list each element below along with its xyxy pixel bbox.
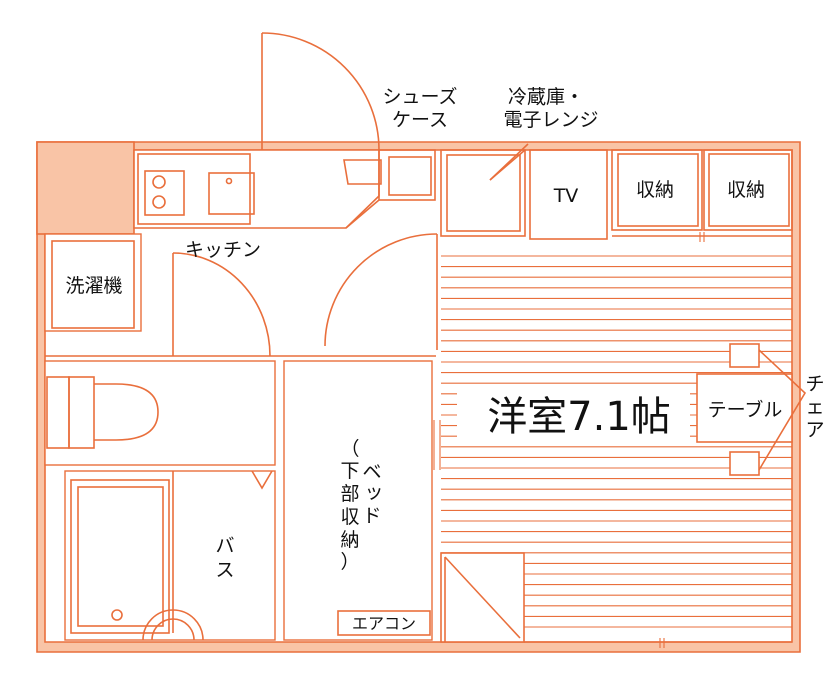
label-storage: 収納 [636, 179, 674, 201]
label-bed-note: 下 [340, 460, 359, 482]
room-door [324, 233, 438, 350]
upper-furniture-row [440, 143, 793, 242]
label-bed: ド [362, 505, 381, 527]
label-bed: ッ [364, 481, 383, 503]
label-shoe-case: ケース [392, 109, 448, 131]
table-set [696, 343, 807, 476]
wall-corner [36, 141, 135, 235]
sink-icon [208, 172, 255, 215]
kitchen-counter [133, 149, 382, 229]
washing-machine [51, 240, 135, 329]
label-bed-note: ） [340, 551, 359, 573]
label-shoe-case: シューズ [382, 86, 457, 108]
corner-closet [440, 552, 525, 643]
label-chair: チ [805, 373, 824, 395]
label-fridge: 冷蔵庫・ [508, 86, 584, 108]
label-bath: バ [215, 535, 234, 557]
label-bed-note: 部 [340, 483, 359, 505]
toilet-room [44, 360, 276, 466]
label-bed-note: 納 [340, 529, 359, 551]
label-bed-note: （ [340, 438, 359, 460]
stove-icon [144, 170, 185, 216]
label-washer: 洗濯機 [65, 275, 122, 297]
label-tv: TV [553, 185, 579, 207]
bed [283, 360, 433, 641]
label-fridge: 電子レンジ [503, 109, 598, 131]
label-aircon: エアコン [352, 614, 416, 633]
label-bed-note: 収 [340, 506, 359, 528]
washer-area [44, 233, 142, 332]
bath-room [64, 470, 276, 641]
label-storage: 収納 [727, 179, 765, 201]
label-chair: ェ [805, 396, 824, 418]
washroom-door [172, 252, 271, 357]
entrance-door [261, 32, 380, 151]
shoe-cabinet [345, 149, 436, 229]
label-table: テーブル [708, 398, 783, 421]
label-kitchen: キッチン [185, 239, 261, 261]
label-chair: ア [805, 419, 824, 441]
label-bed: ベ [362, 461, 381, 483]
label-room: 洋室7.1帖 [487, 394, 671, 440]
label-bath: ス [215, 559, 234, 581]
